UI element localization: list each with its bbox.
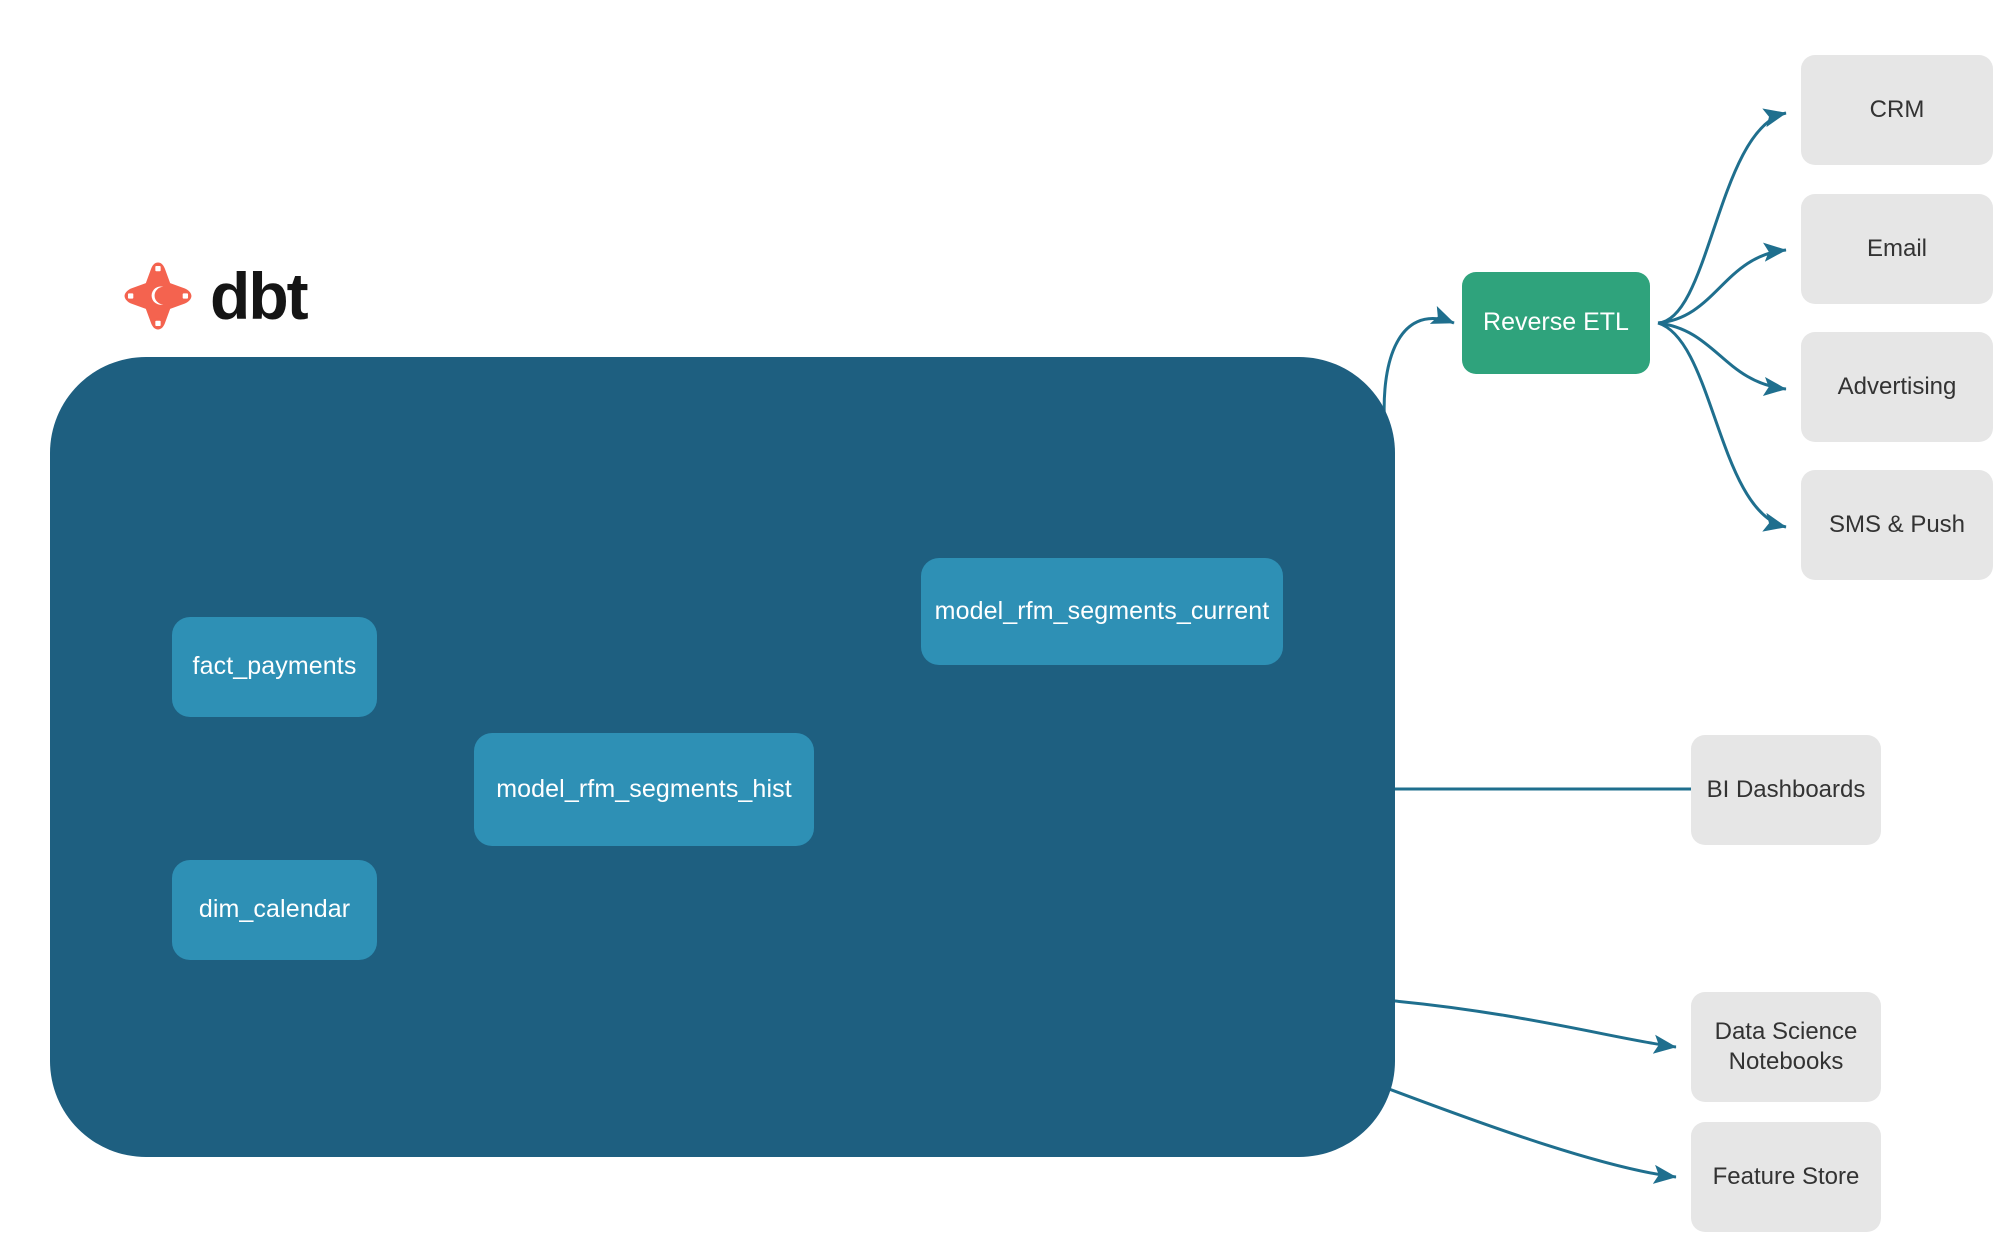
- destination-node-feature-store[interactable]: Feature Store: [1691, 1122, 1881, 1232]
- edge-reverse-etl-to-advertising: [1657, 321, 1787, 397]
- destination-node-email[interactable]: Email: [1801, 194, 1993, 304]
- destination-label: BI Dashboards: [1706, 776, 1866, 803]
- model-node-dim-calendar[interactable]: dim_calendar: [172, 860, 377, 960]
- edge-container-to-feature-store: [1351, 1073, 1677, 1184]
- edge-reverse-etl-to-crm: [1657, 108, 1787, 325]
- reverse-etl-node[interactable]: Reverse ETL: [1462, 272, 1650, 374]
- dbt-logo: dbt: [120, 258, 309, 334]
- destination-label: Advertising: [1837, 373, 1957, 400]
- dbt-wordmark: dbt: [210, 259, 309, 333]
- dbt-logo-mark: [124, 262, 192, 330]
- model-node-rfm-segments-hist[interactable]: model_rfm_segments_hist: [474, 733, 814, 846]
- edge-reverse-etl-to-email: [1657, 242, 1787, 325]
- model-node-rfm-segments-current[interactable]: model_rfm_segments_current: [921, 558, 1283, 665]
- reverse-etl-label: Reverse ETL: [1483, 308, 1629, 337]
- destination-label: Email: [1866, 235, 1927, 262]
- model-node-label: dim_calendar: [198, 895, 351, 924]
- model-node-label: model_rfm_segments_current: [934, 596, 1270, 625]
- model-node-label: fact_payments: [192, 652, 357, 681]
- model-node-fact-payments[interactable]: fact_payments: [172, 617, 377, 717]
- destination-label: Data Science Notebooks: [1715, 1017, 1858, 1077]
- destination-label: CRM: [1869, 96, 1925, 123]
- edge-container-to-reverse-etl: [1382, 306, 1455, 441]
- destination-node-advertising[interactable]: Advertising: [1801, 332, 1993, 442]
- destination-node-crm[interactable]: CRM: [1801, 55, 1993, 165]
- edge-container-to-ds-notebooks: [1383, 998, 1677, 1054]
- edge-reverse-etl-to-sms-push: [1657, 321, 1787, 532]
- destination-node-sms-push[interactable]: SMS & Push: [1801, 470, 1993, 580]
- destination-label-line1: Data Science: [1714, 1018, 1858, 1045]
- model-node-label: model_rfm_segments_hist: [496, 774, 792, 803]
- destination-label-line2: Notebooks: [1728, 1048, 1844, 1075]
- destination-label: SMS & Push: [1828, 511, 1966, 538]
- destination-node-bi-dashboards[interactable]: BI Dashboards: [1691, 735, 1881, 845]
- destination-label: Feature Store: [1712, 1163, 1860, 1190]
- destination-node-data-science-notebooks[interactable]: Data Science Notebooks: [1691, 992, 1881, 1102]
